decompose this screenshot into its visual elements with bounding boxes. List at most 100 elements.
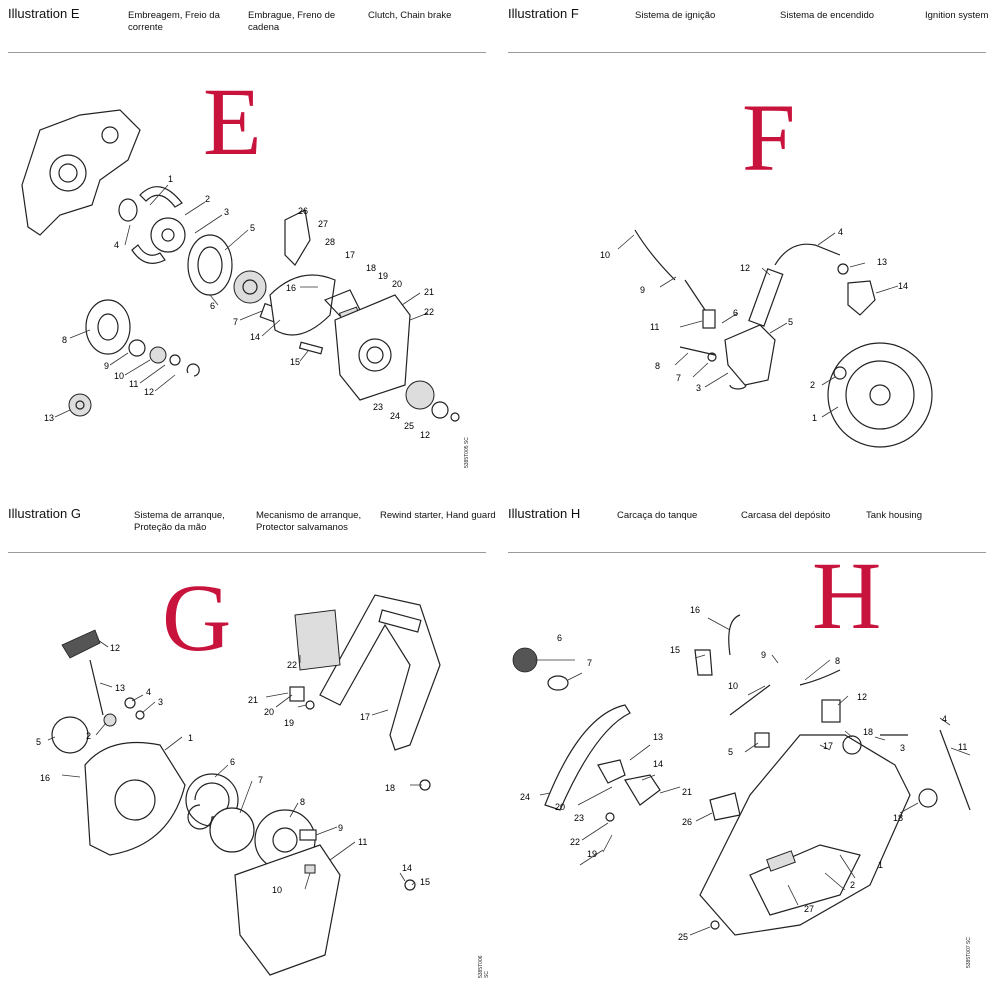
- callout: 14: [898, 281, 908, 291]
- callout: 13: [653, 732, 663, 742]
- illustration-title: Illustration H: [508, 506, 581, 521]
- header-divider: [8, 552, 486, 553]
- callout: 24: [390, 411, 400, 421]
- drawing-code: 5385T005 SC: [464, 437, 470, 468]
- callout: 23: [373, 402, 383, 412]
- callout: 9: [640, 285, 645, 295]
- chain-brake-parts: [269, 209, 460, 422]
- caption-pt: Carcaça do tanque: [617, 510, 698, 521]
- drawing-code: 5385T007 SC: [966, 937, 972, 968]
- callout: 21: [248, 695, 258, 705]
- callout: 23: [574, 813, 584, 823]
- panel-g-rewind-starter: Illustration G Sistema de arranque, Prot…: [0, 500, 500, 1000]
- callout: 18: [385, 783, 395, 793]
- clutch-parts: [68, 186, 287, 417]
- callout: 21: [424, 287, 434, 297]
- exploded-view-h: 1 2 3 4 5 6 7 8 9 10 11 12 13 14 15 16 1…: [512, 605, 971, 942]
- callout: 16: [286, 283, 296, 293]
- callout: 12: [144, 387, 154, 397]
- callout: 7: [258, 775, 263, 785]
- callout: 8: [62, 335, 67, 345]
- caption-pt: Sistema de arranque, Proteção da mão: [134, 510, 225, 533]
- callout: 17: [345, 250, 355, 260]
- callout: 1: [878, 860, 883, 870]
- callout: 8: [300, 797, 305, 807]
- callout: 17: [823, 741, 833, 751]
- callout: 3: [158, 697, 163, 707]
- callout: 7: [676, 373, 681, 383]
- header-divider: [508, 552, 986, 553]
- callout: 12: [110, 643, 120, 653]
- exploded-view-f: 1 2 3 4 5 6 7 8 9 10 11 12 13 14: [600, 227, 933, 448]
- callout: 27: [318, 219, 328, 229]
- callout: 8: [835, 656, 840, 666]
- callout: 26: [298, 206, 308, 216]
- callout: 4: [146, 687, 151, 697]
- header-divider: [8, 52, 486, 53]
- callout: 6: [230, 757, 235, 767]
- callout: 6: [210, 301, 215, 311]
- callout: 3: [224, 207, 229, 217]
- callout: 10: [272, 885, 282, 895]
- section-letter: F: [742, 84, 796, 191]
- callout: 18: [893, 813, 903, 823]
- callout: 2: [850, 880, 855, 890]
- drawing-code: 5385T006 SC: [478, 955, 490, 978]
- callout: 26: [682, 817, 692, 827]
- callout: 25: [678, 932, 688, 942]
- callout: 10: [600, 250, 610, 260]
- caption-pt: Sistema de ignição: [635, 10, 716, 21]
- callout: 20: [555, 802, 565, 812]
- caption-en: Ignition system: [925, 10, 989, 21]
- callout: 2: [205, 194, 210, 204]
- panel-f-header: Illustration F Sistema de ignição Sistem…: [500, 0, 1000, 60]
- callout: 19: [378, 271, 388, 281]
- callout: 2: [86, 731, 91, 741]
- callout: 14: [653, 759, 663, 769]
- callout: 22: [287, 660, 297, 670]
- section-letter: G: [162, 564, 232, 671]
- callout: 21: [682, 787, 692, 797]
- panel-f-ignition-system: Illustration F Sistema de ignição Sistem…: [500, 0, 1000, 500]
- callout: 9: [338, 823, 343, 833]
- callout: 15: [290, 357, 300, 367]
- caption-es: Embrague, Freno de cadena: [248, 10, 336, 33]
- callout: 3: [696, 383, 701, 393]
- callout: 24: [520, 792, 530, 802]
- callout: 5: [788, 317, 793, 327]
- callout: 3: [900, 743, 905, 753]
- caption-es: Sistema de encendido: [780, 10, 875, 21]
- callout: 9: [104, 361, 109, 371]
- callout: 28: [325, 237, 335, 247]
- callout: 1: [168, 174, 173, 184]
- callout: 6: [557, 633, 562, 643]
- part-callouts: 1 2 3 4 5 6 7 8 9 10 11 12 13 14 15 16 1…: [36, 643, 430, 895]
- callout: 8: [655, 361, 660, 371]
- callout: 5: [250, 223, 255, 233]
- callout: 20: [264, 707, 274, 717]
- callout: 5: [728, 747, 733, 757]
- callout: 12: [857, 692, 867, 702]
- exploded-view-e: 1 2 3 4 5 6 7 8 9 10 11 12 13 14 15 16 1…: [21, 109, 460, 440]
- callout: 9: [761, 650, 766, 660]
- section-letter: H: [812, 542, 882, 649]
- callout: 11: [650, 322, 659, 332]
- callout: 7: [233, 317, 238, 327]
- callout: 12: [740, 263, 750, 273]
- callout: 12: [420, 430, 430, 440]
- callout: 11: [129, 379, 138, 389]
- callout: 19: [284, 718, 294, 728]
- callout: 13: [44, 413, 54, 423]
- callout: 18: [366, 263, 376, 273]
- callout: 17: [360, 712, 370, 722]
- part-callouts: 1 2 3 4 5 6 7 8 9 10 11 12 13 14 15 16 1…: [44, 174, 434, 440]
- exploded-view-g: 1 2 3 4 5 6 7 8 9 10 11 12 13 14 15 16 1…: [36, 594, 441, 976]
- starter-parts: [51, 594, 441, 976]
- callout: 1: [812, 413, 817, 423]
- callout: 11: [958, 742, 967, 752]
- panel-h-tank-housing: Illustration H Carcaça do tanque Carcasa…: [500, 500, 1000, 1000]
- callout: 11: [358, 837, 367, 847]
- callout: 16: [40, 773, 50, 783]
- callout: 2: [810, 380, 815, 390]
- caption-es: Carcasa del depósito: [741, 510, 831, 521]
